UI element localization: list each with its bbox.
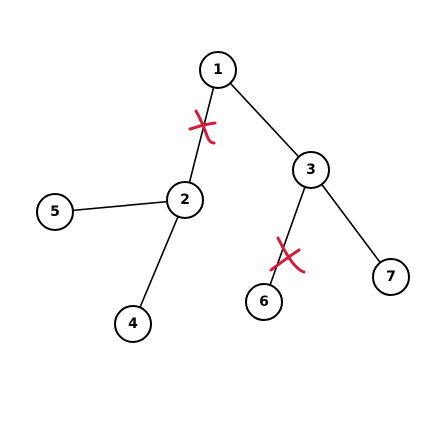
node-4-label: 4 (128, 316, 138, 332)
node-1-circle (199, 51, 237, 89)
edge-3-7 (310, 169, 392, 278)
node-6-label: 6 (259, 294, 269, 310)
edge-3-6 (263, 169, 312, 303)
edge-1-3 (217, 69, 312, 171)
node-2-circle (166, 181, 204, 219)
node-6: 6 (245, 283, 283, 321)
cut-mark-edge-1-2 (188, 109, 217, 145)
node-3-label: 3 (306, 162, 316, 178)
edge-2-5 (54, 199, 186, 213)
node-7: 7 (372, 258, 410, 296)
node-7-label: 7 (386, 269, 396, 285)
node-2-label: 2 (180, 192, 190, 208)
node-4-circle (114, 305, 152, 343)
node-3-circle (292, 151, 330, 189)
node-6-circle (245, 283, 283, 321)
node-2: 2 (166, 181, 204, 219)
nodes-layer: 1 2 3 4 5 6 7 (36, 51, 410, 343)
edge-2-4 (132, 199, 186, 325)
node-1-label: 1 (213, 62, 223, 78)
node-7-circle (372, 258, 410, 296)
node-1: 1 (199, 51, 237, 89)
node-5-label: 5 (50, 204, 60, 220)
node-4: 4 (114, 305, 152, 343)
edges-layer (54, 69, 392, 325)
edge-1-2 (184, 69, 219, 201)
cut-marks-layer (188, 109, 306, 274)
node-5-circle (36, 193, 74, 231)
node-5: 5 (36, 193, 74, 231)
cut-mark-edge-3-6 (269, 236, 306, 274)
node-3: 3 (292, 151, 330, 189)
